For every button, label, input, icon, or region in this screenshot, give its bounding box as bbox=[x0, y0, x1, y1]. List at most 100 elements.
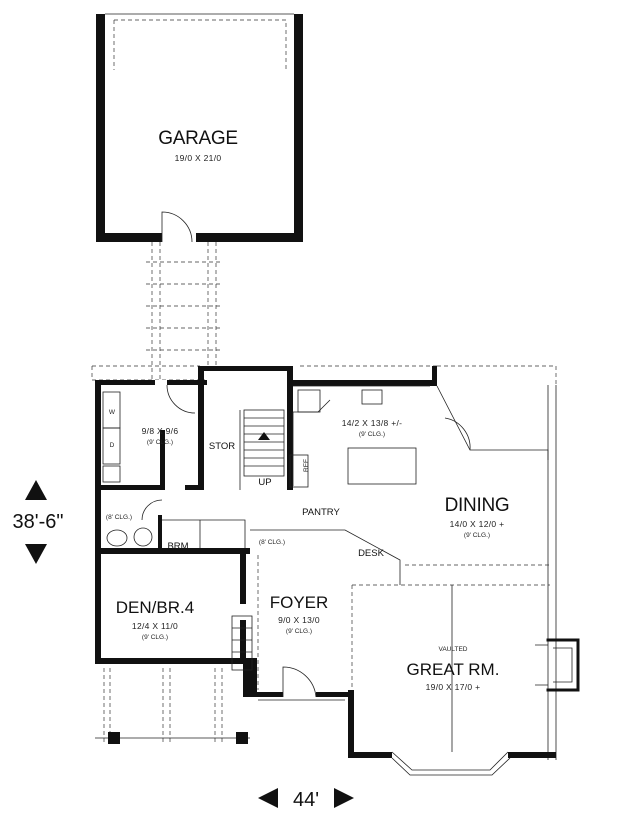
wall-laundry-bottom-r bbox=[185, 485, 204, 490]
porch-post-left bbox=[108, 732, 120, 744]
bay-window bbox=[391, 751, 509, 771]
den-closet bbox=[231, 615, 253, 671]
dining-dims: 14/0 X 12/0 + bbox=[450, 519, 505, 529]
great-label: GREAT RM. bbox=[407, 660, 500, 679]
desk-label: DESK bbox=[358, 548, 385, 559]
range bbox=[297, 389, 321, 413]
foyer-dims: 9/0 X 13/0 bbox=[278, 615, 320, 625]
den-closet-box bbox=[231, 615, 253, 671]
washer-label: W bbox=[109, 409, 116, 416]
stair-up-label: UP bbox=[258, 477, 271, 488]
counter-corner bbox=[292, 399, 331, 486]
wall-bath-bottom bbox=[95, 548, 250, 554]
stair-run bbox=[243, 409, 285, 477]
closet-shelves bbox=[232, 627, 252, 653]
garage-door-swing bbox=[161, 211, 193, 243]
roof-line-top bbox=[91, 365, 440, 381]
wall-laundry-mid bbox=[160, 430, 165, 490]
wall-den-right-upper bbox=[240, 554, 246, 604]
bath-sink bbox=[133, 527, 153, 547]
laundry-dims: 9/8 X 9/6 bbox=[142, 426, 179, 436]
front-door-swing bbox=[282, 666, 317, 698]
closet-outline bbox=[162, 519, 246, 548]
dining-ceiling: (9' CLG.) bbox=[464, 532, 490, 539]
arrow-down-icon bbox=[25, 544, 47, 564]
great-vaulted: VAULTED bbox=[438, 646, 467, 653]
kitchen-dims: 14/2 X 13/8 +/- bbox=[342, 418, 403, 428]
porch-rafters bbox=[103, 668, 223, 745]
arrow-up-icon bbox=[25, 480, 47, 500]
garage-label: GARAGE bbox=[158, 128, 238, 149]
toilet bbox=[106, 529, 128, 547]
den-label: DEN/BR.4 bbox=[116, 598, 194, 617]
dryer-label: D bbox=[110, 442, 115, 449]
garage-wall-left bbox=[96, 14, 105, 242]
dryer bbox=[102, 427, 121, 465]
arrow-right-icon bbox=[334, 788, 354, 808]
wall-foyer-bottom-r bbox=[316, 692, 353, 697]
wall-great-bottom-r bbox=[508, 752, 556, 758]
wall-kitchen-jog bbox=[432, 366, 437, 386]
stor-label: STOR bbox=[209, 441, 235, 452]
kitchen-ceiling: (9' CLG.) bbox=[359, 431, 385, 438]
kitchen-sink bbox=[361, 389, 383, 405]
wall-angle bbox=[436, 385, 549, 460]
bath-ceiling: (8' CLG.) bbox=[106, 514, 132, 521]
wall-stor-left bbox=[198, 366, 204, 490]
kitchen-island bbox=[347, 447, 417, 485]
overall-width-label: 44' bbox=[293, 789, 319, 811]
garage-door-track bbox=[114, 19, 287, 70]
garage-dims: 19/0 X 21/0 bbox=[175, 153, 222, 163]
garage-wall-bottom-right bbox=[196, 233, 303, 242]
kitchen: REF bbox=[289, 385, 471, 488]
roof-line-right bbox=[437, 365, 557, 385]
laundry-sink bbox=[102, 465, 121, 483]
door-gap-laundry bbox=[155, 380, 167, 385]
wall-den-left bbox=[95, 554, 101, 664]
bath-fixtures bbox=[106, 499, 163, 547]
overall-depth-label: 38'-6" bbox=[13, 511, 64, 533]
breezeway-arbor bbox=[146, 242, 222, 380]
wall-stair-right bbox=[287, 366, 293, 490]
wall-kitchen-top bbox=[287, 380, 437, 386]
fireplace-box bbox=[546, 638, 580, 692]
arbor-slats bbox=[146, 261, 222, 351]
wall-foyer-left bbox=[243, 658, 257, 696]
front-porch bbox=[95, 668, 345, 745]
bath-door-swing bbox=[141, 499, 163, 521]
dining-label: DINING bbox=[445, 495, 510, 516]
wall-foyer-bottom-l bbox=[243, 692, 283, 697]
pantry-outline bbox=[250, 529, 401, 585]
laundry-ceiling: (9' CLG.) bbox=[147, 439, 173, 446]
garage-wall-right bbox=[294, 14, 303, 242]
house-walls bbox=[91, 365, 557, 776]
kitchen-door-swing bbox=[444, 417, 471, 451]
overall-depth: 38'-6" bbox=[13, 480, 64, 564]
hearth bbox=[535, 644, 548, 686]
pantry-label: PANTRY bbox=[302, 507, 340, 518]
garage bbox=[96, 13, 303, 243]
refrigerator bbox=[289, 454, 309, 488]
laundry-door-swing bbox=[166, 384, 196, 414]
porch-post-right bbox=[236, 732, 248, 744]
ref-label: REF bbox=[303, 459, 310, 472]
fireplace bbox=[535, 638, 580, 692]
wall-bath-right bbox=[158, 515, 162, 553]
stair-arrow-icon bbox=[258, 432, 270, 440]
arrow-left-icon bbox=[258, 788, 278, 808]
bay-window-outer bbox=[391, 757, 511, 776]
foyer-ceiling: (9' CLG.) bbox=[286, 628, 312, 635]
stair bbox=[239, 409, 285, 490]
wall-laundry-top bbox=[95, 380, 207, 385]
wall-great-bottom-l bbox=[348, 752, 392, 758]
hall-ceiling: (8' CLG.) bbox=[259, 539, 285, 546]
fireplace-firebox bbox=[553, 647, 573, 683]
garage-wall-bottom-left bbox=[96, 233, 162, 242]
den-dims: 12/4 X 11/0 bbox=[132, 621, 178, 631]
great-dims: 19/0 X 17/0 + bbox=[426, 682, 481, 692]
overall-width: 44' bbox=[258, 788, 354, 811]
brm-label: BRM bbox=[167, 541, 188, 552]
wall-den-right-lower bbox=[240, 620, 246, 664]
wall-left-upper bbox=[95, 380, 101, 550]
